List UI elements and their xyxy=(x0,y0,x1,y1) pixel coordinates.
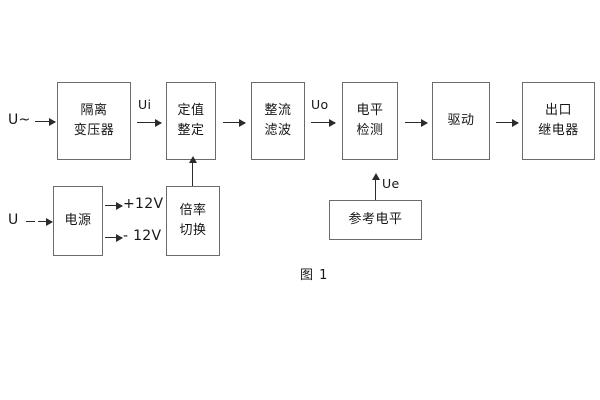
block-output-relay-line2: 继电器 xyxy=(538,123,579,138)
arrow-setting-adjust-to-rectify-filter xyxy=(223,118,246,127)
arrow-rectify-filter-to-level-detect xyxy=(311,118,336,127)
dc-input-dash-segment xyxy=(26,221,35,222)
signal-ui-label: Ui xyxy=(138,97,152,112)
arrow-power-supply-negative-rail xyxy=(105,233,123,242)
arrow-isolation-transformer-to-setting-adjust xyxy=(137,118,162,127)
block-isolation-transformer-line1: 隔离 xyxy=(80,102,108,118)
block-setting-adjust: 定值 整定 xyxy=(166,82,216,160)
block-drive: 驱动 xyxy=(432,82,490,160)
arrow-reference-level-to-level-detect xyxy=(371,173,380,200)
block-rectify-filter: 整流 滤波 xyxy=(251,82,305,160)
block-reference-level-line1: 参考电平 xyxy=(348,211,403,227)
arrow-dc-input-to-power-supply xyxy=(38,217,53,226)
block-setting-adjust-line2: 整定 xyxy=(177,123,205,138)
rail-positive-label: +12V xyxy=(123,196,164,212)
block-isolation-transformer: 隔离 变压器 xyxy=(57,82,131,160)
block-level-detect-line2: 检测 xyxy=(356,123,384,138)
block-setting-adjust-line1: 定值 xyxy=(177,102,205,118)
ac-input-label: U~ xyxy=(8,112,31,128)
block-level-detect: 电平 检测 xyxy=(342,82,398,160)
rail-negative-label: - 12V xyxy=(123,228,162,244)
block-rectify-filter-line1: 整流 xyxy=(264,102,292,118)
arrow-level-detect-to-drive xyxy=(405,118,428,127)
arrow-power-supply-positive-rail xyxy=(105,201,123,210)
arrow-drive-to-output-relay xyxy=(496,118,519,127)
signal-uo-label: Uo xyxy=(311,97,329,112)
signal-ue-label: Ue xyxy=(382,176,400,191)
arrow-ac-input-to-isolation-transformer xyxy=(35,117,56,126)
block-level-detect-line1: 电平 xyxy=(356,102,384,118)
figure-caption: 图 1 xyxy=(300,268,329,283)
block-ratio-switch: 倍率 切换 xyxy=(166,186,220,256)
block-power-supply-line1: 电源 xyxy=(64,212,92,228)
block-isolation-transformer-line2: 变压器 xyxy=(73,123,115,138)
dc-input-label: U xyxy=(8,212,19,228)
block-power-supply: 电源 xyxy=(53,186,103,256)
block-rectify-filter-line2: 滤波 xyxy=(264,123,292,138)
block-ratio-switch-line2: 切换 xyxy=(179,223,207,238)
block-reference-level: 参考电平 xyxy=(329,200,422,240)
block-output-relay-line1: 出口 xyxy=(544,102,572,118)
block-ratio-switch-line1: 倍率 xyxy=(179,202,207,218)
block-output-relay: 出口 继电器 xyxy=(522,82,595,160)
block-drive-line1: 驱动 xyxy=(447,112,475,128)
arrow-ratio-switch-to-setting-adjust xyxy=(188,156,197,186)
